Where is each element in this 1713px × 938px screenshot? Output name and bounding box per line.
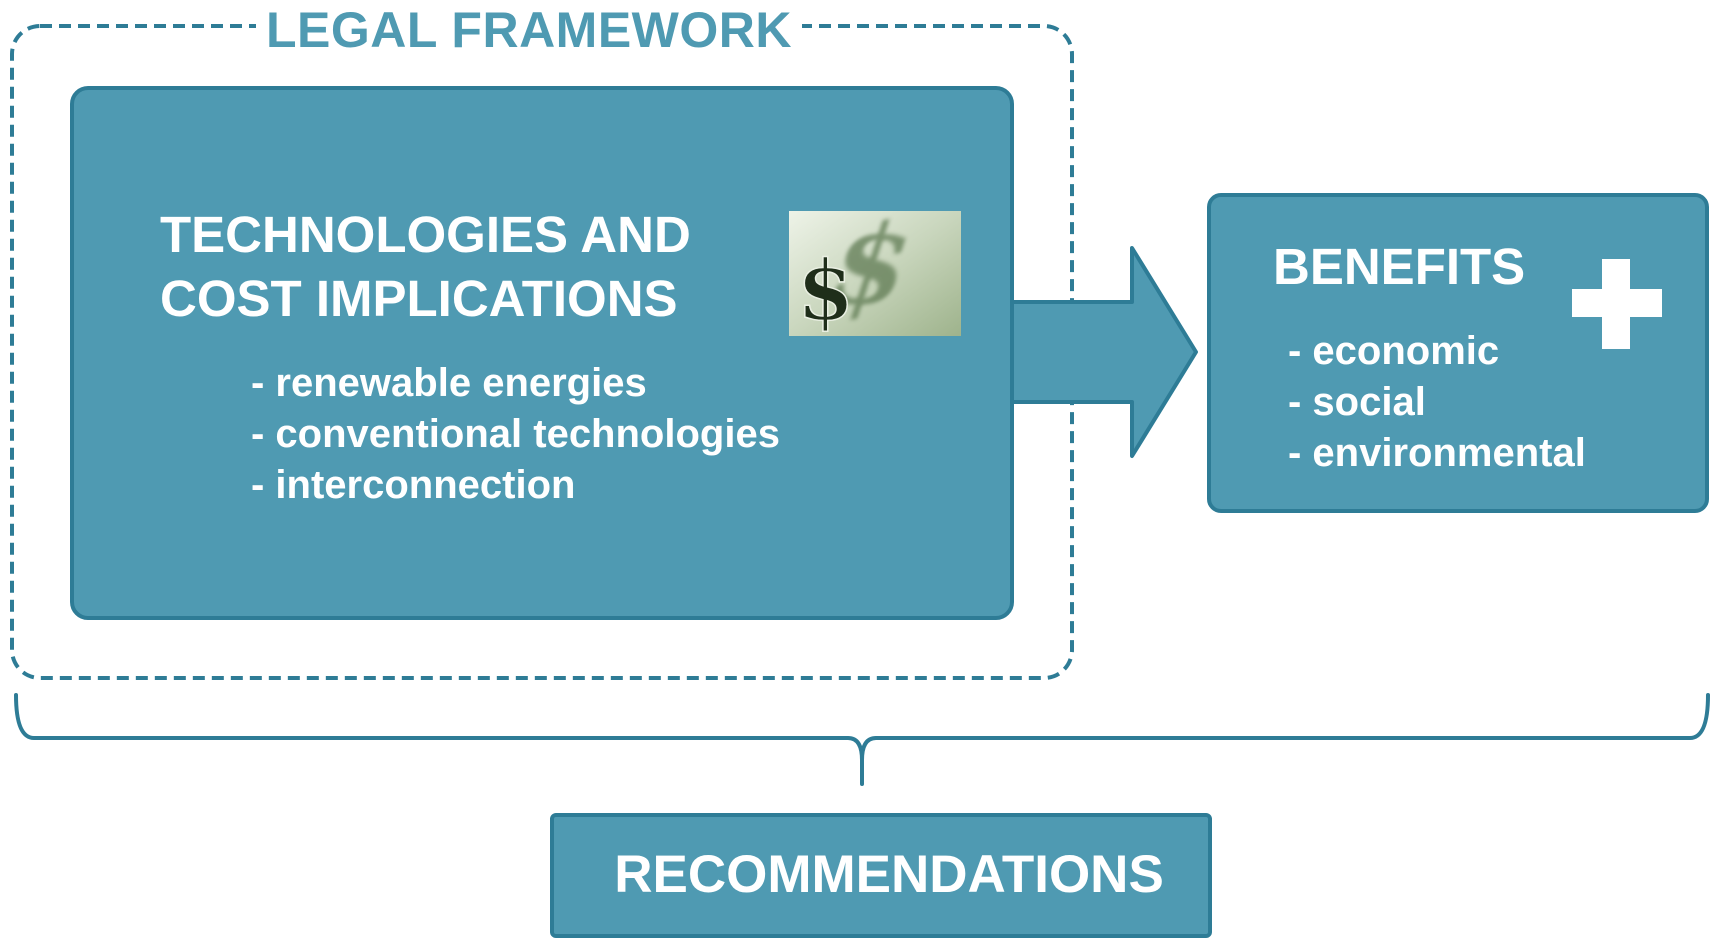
list-item: - environmental bbox=[1288, 431, 1586, 475]
summary-brace bbox=[14, 693, 1710, 786]
recommendations-box: RECOMMENDATIONS bbox=[550, 813, 1212, 938]
technologies-list: - renewable energies - conventional tech… bbox=[251, 358, 780, 511]
list-item: - renewable energies bbox=[251, 361, 647, 405]
list-item: - conventional technologies bbox=[251, 412, 780, 456]
technologies-box: TECHNOLOGIES AND COST IMPLICATIONS $ $ -… bbox=[70, 86, 1014, 620]
recommendations-title: RECOMMENDATIONS bbox=[614, 845, 1164, 904]
list-item: - interconnection bbox=[251, 463, 576, 507]
benefits-title: BENEFITS bbox=[1273, 238, 1526, 295]
flow-arrow bbox=[1008, 246, 1198, 458]
legal-framework-title: LEGAL FRAMEWORK bbox=[256, 2, 802, 58]
benefits-list: - economic - social - environmental bbox=[1288, 326, 1586, 479]
list-item: - economic bbox=[1288, 329, 1500, 373]
technologies-title: TECHNOLOGIES AND COST IMPLICATIONS bbox=[160, 206, 691, 327]
svg-text:$: $ bbox=[797, 243, 854, 336]
plus-icon bbox=[1572, 259, 1662, 349]
list-item: - social bbox=[1288, 380, 1426, 424]
dollar-sign-icon: $ $ bbox=[789, 211, 961, 336]
benefits-box: BENEFITS - economic - social - environme… bbox=[1207, 193, 1709, 513]
